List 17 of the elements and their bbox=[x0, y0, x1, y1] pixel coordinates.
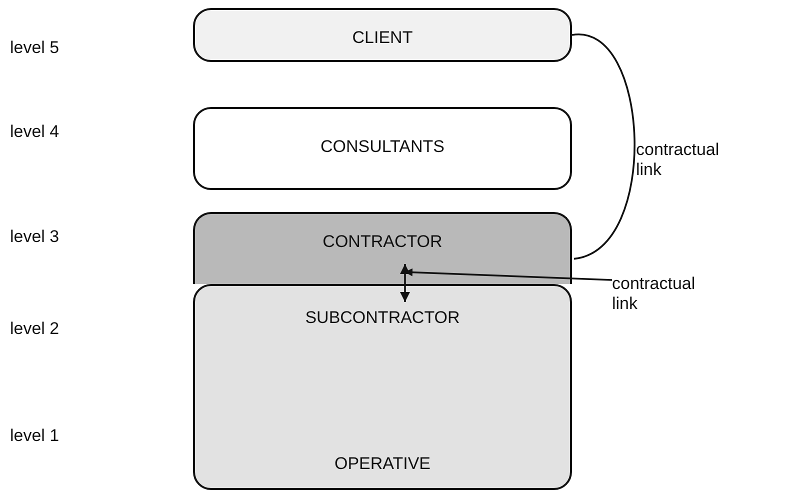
level-label: level 4 bbox=[10, 122, 60, 142]
level-label: level 5 bbox=[10, 38, 60, 58]
box-title: CONSULTANTS bbox=[319, 137, 446, 157]
link-label: contractual link bbox=[612, 274, 722, 314]
box-title: CLIENT bbox=[351, 28, 414, 48]
level-label: level 1 bbox=[10, 426, 60, 446]
box-title: OPERATIVE bbox=[333, 454, 432, 474]
box-title: SUBCONTRACTOR bbox=[304, 308, 461, 328]
level-box bbox=[193, 107, 572, 190]
level-box bbox=[193, 8, 572, 62]
connector-line bbox=[572, 34, 636, 260]
box-title: CONTRACTOR bbox=[322, 232, 444, 252]
level-label: level 3 bbox=[10, 227, 60, 247]
level-label: level 2 bbox=[10, 319, 60, 339]
double-arrow bbox=[400, 264, 410, 302]
level-box bbox=[193, 284, 572, 490]
level-box bbox=[193, 212, 572, 284]
